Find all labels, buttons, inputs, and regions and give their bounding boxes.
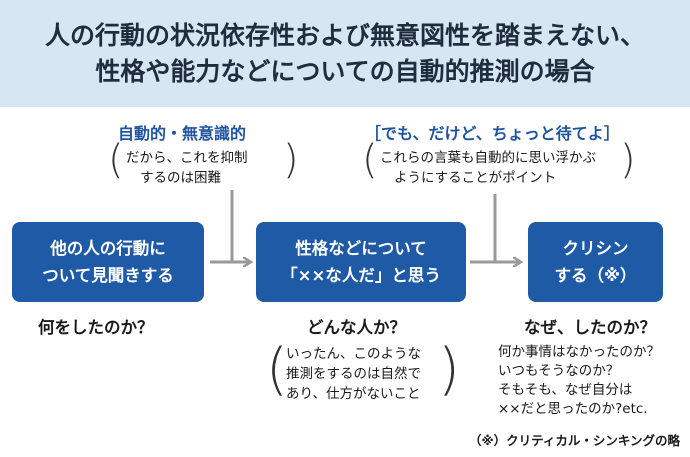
paren-right-1: ) xyxy=(283,137,299,183)
note-bottom-right-4: ××だと思ったのか?etc. xyxy=(498,401,648,417)
question-who: どんな人か？ xyxy=(307,318,406,337)
question-why: なぜ、したのか？ xyxy=(524,318,656,337)
box-2-line-1: 性格などについて xyxy=(295,239,427,258)
note-bottom-right-3: そもそも、なぜ自分は xyxy=(498,382,633,398)
box-observe-behavior: 他の人の行動に ついて見聞きする xyxy=(12,222,204,302)
box-1-line-1: 他の人の行動に xyxy=(50,239,166,258)
title-banner: 人の行動の状況依存性および無意図性を踏まえない、 性格や能力などについての自動的… xyxy=(0,0,690,107)
note-top-left-2: するのは困難 xyxy=(140,170,221,186)
note-bottom-mid-3: あり、仕方がないこと xyxy=(286,386,421,402)
title-line-1: 人の行動の状況依存性および無意図性を踏まえない、 xyxy=(44,20,645,50)
box-critical-thinking: クリシン する（※） xyxy=(528,222,663,302)
note-top-left-1: だから、これを抑制 xyxy=(126,150,248,166)
box-infer-trait: 性格などについて 「××な人だ」と思う xyxy=(256,222,466,302)
box-3-line-1: クリシン xyxy=(562,239,629,258)
box-3-line-2: する（※） xyxy=(554,266,637,285)
title-line-2: 性格や能力などについての自動的推測の場合 xyxy=(95,56,595,86)
question-what: 何をしたのか？ xyxy=(38,318,154,337)
paren-left-2: ( xyxy=(362,137,378,183)
paren-left-3: ( xyxy=(266,337,288,402)
note-bottom-right-1: 何か事情はなかったのか？ xyxy=(498,344,660,360)
box-2-line-2: 「××な人だ」と思う xyxy=(281,266,441,285)
label-wait: ［でも、だけど、ちょっと待てよ］ xyxy=(365,124,620,143)
paren-left-1: ( xyxy=(108,137,124,183)
footnote: （※）クリティカル・シンキングの略 xyxy=(468,433,680,448)
note-top-right-1: これらの言葉も自動的に思い浮かぶ xyxy=(380,150,596,166)
note-bottom-mid-2: 推測をするのは自然で xyxy=(286,366,421,382)
box-1-line-2: ついて見聞きする xyxy=(42,266,174,285)
note-bottom-right-2: いつもそうなのか？ xyxy=(498,363,620,379)
note-bottom-mid-1: いったん、このような xyxy=(286,346,421,362)
label-automatic: 自動的・無意識的 xyxy=(118,124,247,143)
paren-right-2: ) xyxy=(620,137,636,183)
note-top-right-2: ようにすることがポイント xyxy=(394,170,557,186)
paren-right-3: ) xyxy=(438,337,460,402)
